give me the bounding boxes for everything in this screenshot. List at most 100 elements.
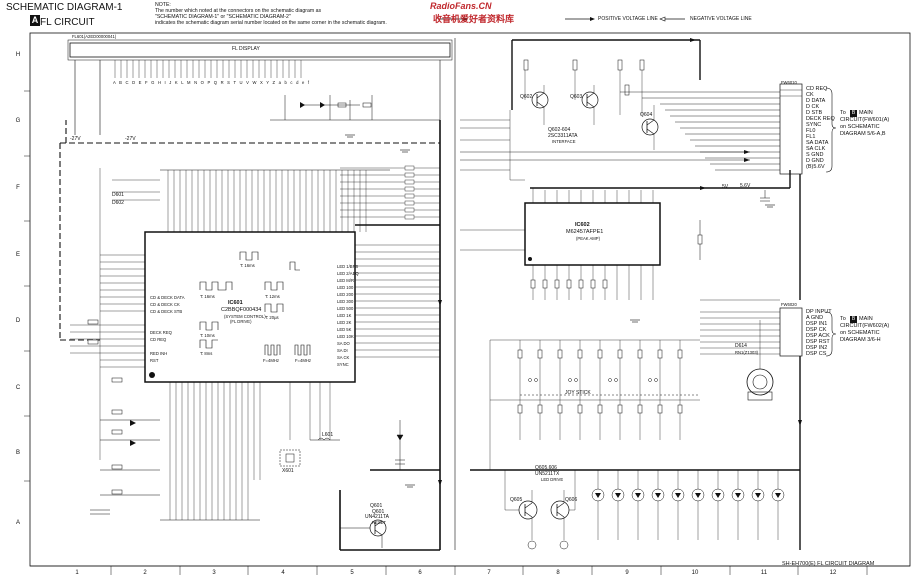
ic601-pin-led200: LED 200 xyxy=(337,292,354,297)
fw6010-pin-sa-data: SA DATA xyxy=(806,140,829,146)
ic601-pin-led10k: LED 10K xyxy=(337,334,354,339)
fw6020-target-circuit: CIRCUIT(FW602(A) xyxy=(840,323,890,329)
q606-label: Q606 xyxy=(565,497,578,503)
d602-label: D602 xyxy=(112,200,124,206)
fw6010-pin-b56v: (B)5.6V xyxy=(806,164,825,170)
ic601-period-5: T: 10ms xyxy=(200,333,215,338)
ic601-freq-1: F=4MHz xyxy=(263,358,279,363)
ruler-row-c: C xyxy=(15,385,21,391)
ic601-period-3: T: 20µs xyxy=(265,315,279,320)
jog-ref: D614 xyxy=(735,343,747,349)
note-line-4: indicates the schematic diagram serial n… xyxy=(155,20,387,26)
q605-606-part: UN5211TX xyxy=(535,471,560,477)
ic601-period-1: T: 16ms xyxy=(240,263,255,268)
q603-label: Q603 xyxy=(570,94,583,100)
ic601-pin-led300: LED 300 xyxy=(337,299,354,304)
ruler-col-2: 2 xyxy=(143,570,147,576)
ruler-col-12: 12 xyxy=(829,570,837,576)
ic601-period-2: T: 12ms xyxy=(265,294,280,299)
ic601-freq-2: F=4MHz xyxy=(295,358,311,363)
note-line-2: The number which noted at the connectors… xyxy=(155,8,322,14)
fw6010-pin-ck: CK xyxy=(806,92,814,98)
ic601-pin-red-inh: RED INH xyxy=(150,351,168,356)
ic601-pin-led2k: LED 2K xyxy=(337,320,352,325)
l601-label: L601 xyxy=(322,432,334,438)
ic601-pin-led2: LED 2/AEQ xyxy=(337,271,359,276)
ic601-pin-led1k: LED 1K xyxy=(337,313,352,318)
ic601-part: C2BBQF000434 xyxy=(221,307,262,313)
x601-label: X601 xyxy=(282,468,294,474)
fw6020-pin-dsp-ack: DSP ACK xyxy=(806,333,830,339)
q601-func: RESET xyxy=(372,520,386,525)
ic602-ref: IC602 xyxy=(575,222,590,228)
fl-display-part: FL601(A2ED00000041) xyxy=(72,34,117,39)
ic601-pin-sa-ck: SA CK xyxy=(337,355,350,360)
fw6020-target-on: on SCHEMATIC xyxy=(840,330,880,336)
ic601-pin-cd-deck-data: CD & DECK DATA xyxy=(150,295,185,300)
fw6010-pin-fl1: FL1 xyxy=(806,134,816,140)
fw6010-pin-sync: SYNC xyxy=(806,122,822,128)
fw6010-target-diagram: DIAGRAM 5/6-A,B xyxy=(840,131,886,137)
ruler-row-g: G xyxy=(15,118,21,124)
fw6010-pin-cd-req: CD REQ xyxy=(806,86,828,92)
ic601-pin-sa-di: SA DI xyxy=(337,348,348,353)
ruler-row-e: E xyxy=(15,252,20,258)
fw6020-pin-dsp-in1: DSP IN1 xyxy=(806,321,828,327)
fw6010-pin-d-ck: D CK xyxy=(806,104,820,110)
fw6010-target-box: B xyxy=(850,110,857,117)
ruler-row-d: D xyxy=(15,318,21,324)
ic601-pin-led1: LED 1/BPS xyxy=(337,264,359,269)
fw6020-pin-a-gnd: A GND xyxy=(806,315,824,321)
ruler-col-10: 10 xyxy=(691,570,699,576)
ic601-pin-sa-do: SA DO xyxy=(337,341,350,346)
minus27v-label-2: -27V xyxy=(125,136,136,142)
ic601-pin-cd-req: CD REQ xyxy=(150,337,167,342)
fw6020-target-diagram: DIAGRAM 3/6-H xyxy=(840,337,881,343)
fw6010-pin-deck-req: DECK REQ xyxy=(806,116,835,122)
joystick-label: JOY STICK xyxy=(565,390,591,396)
ruler-row-h: H xyxy=(15,52,21,58)
ruler-col-8: 8 xyxy=(556,570,560,576)
ruler-col-5: 5 xyxy=(350,570,354,576)
ruler-col-7: 7 xyxy=(487,570,491,576)
fw6010-pin-sa-clk: SA CLK xyxy=(806,146,826,152)
ic601-pin-led500: LED 500 xyxy=(337,306,354,311)
fw6020-pin-dsp-rst: DSP RST xyxy=(806,339,830,345)
legend-negative: NEGATIVE VOLTAGE LINE xyxy=(690,16,752,22)
circuit-name: FL CIRCUIT xyxy=(40,17,95,28)
ic601-pin-led-mr: LED M/R xyxy=(337,278,354,283)
ruler-col-11: 11 xyxy=(760,570,768,576)
q601-label: Q601 xyxy=(370,503,383,509)
ic601-pin-cd-deck-stb: CD & DECK STB xyxy=(150,309,183,314)
ruler-row-f: F xyxy=(16,185,20,191)
ic601-pin-cd-deck-ck: CD & DECK CK xyxy=(150,302,180,307)
minus27v-label: -27V xyxy=(70,136,81,142)
note-line-1: NOTE: xyxy=(155,2,171,8)
ic601-period-6: T: 8ms xyxy=(200,351,213,356)
ic601-function: (SYSTEM CONTROL) xyxy=(224,314,266,319)
fw6010-pin-d-stb: D STB xyxy=(806,110,823,116)
fw6020-pin-dsp-cs: DSP CS xyxy=(806,351,827,357)
diagram-footer-title: SH-EH700(E) FL CIRCUIT DIAGRAM xyxy=(782,561,875,567)
note-line-3: "SCHEMATIC DIAGRAM-1" or "SCHEMATIC DIAG… xyxy=(155,14,291,20)
ic601-pin-led100: LED 100 xyxy=(337,285,354,290)
ruler-col-9: 9 xyxy=(625,570,629,576)
q602-604-note: Q602-604 xyxy=(548,127,571,133)
fw6010-pin-fl0: FL0 xyxy=(806,128,816,134)
fw6020-target-to: To xyxy=(840,316,846,322)
page-title: SCHEMATIC DIAGRAM-1 xyxy=(6,2,123,13)
ic602-function: (PEAK AMP) xyxy=(576,236,600,241)
ic602-part: M62457AFPE1 xyxy=(566,229,604,235)
ic601-pin-led5k: LED 5K xyxy=(337,327,352,332)
plus5v-label: 5V xyxy=(722,184,729,190)
q602-label: Q602 xyxy=(520,94,533,100)
jog-part: RN1(Z1303) xyxy=(735,350,759,355)
q601-part: UN4211TA xyxy=(365,514,389,520)
q605-label: Q605 xyxy=(510,497,523,503)
plus56v-label: 5.6V xyxy=(740,183,751,189)
fw6010-pin-d-gnd: D GND xyxy=(806,158,824,164)
fl-display-label: FL DISPLAY xyxy=(232,46,260,52)
ruler-col-1: 1 xyxy=(75,570,79,576)
fw6020-target-main: MAIN xyxy=(859,316,873,322)
